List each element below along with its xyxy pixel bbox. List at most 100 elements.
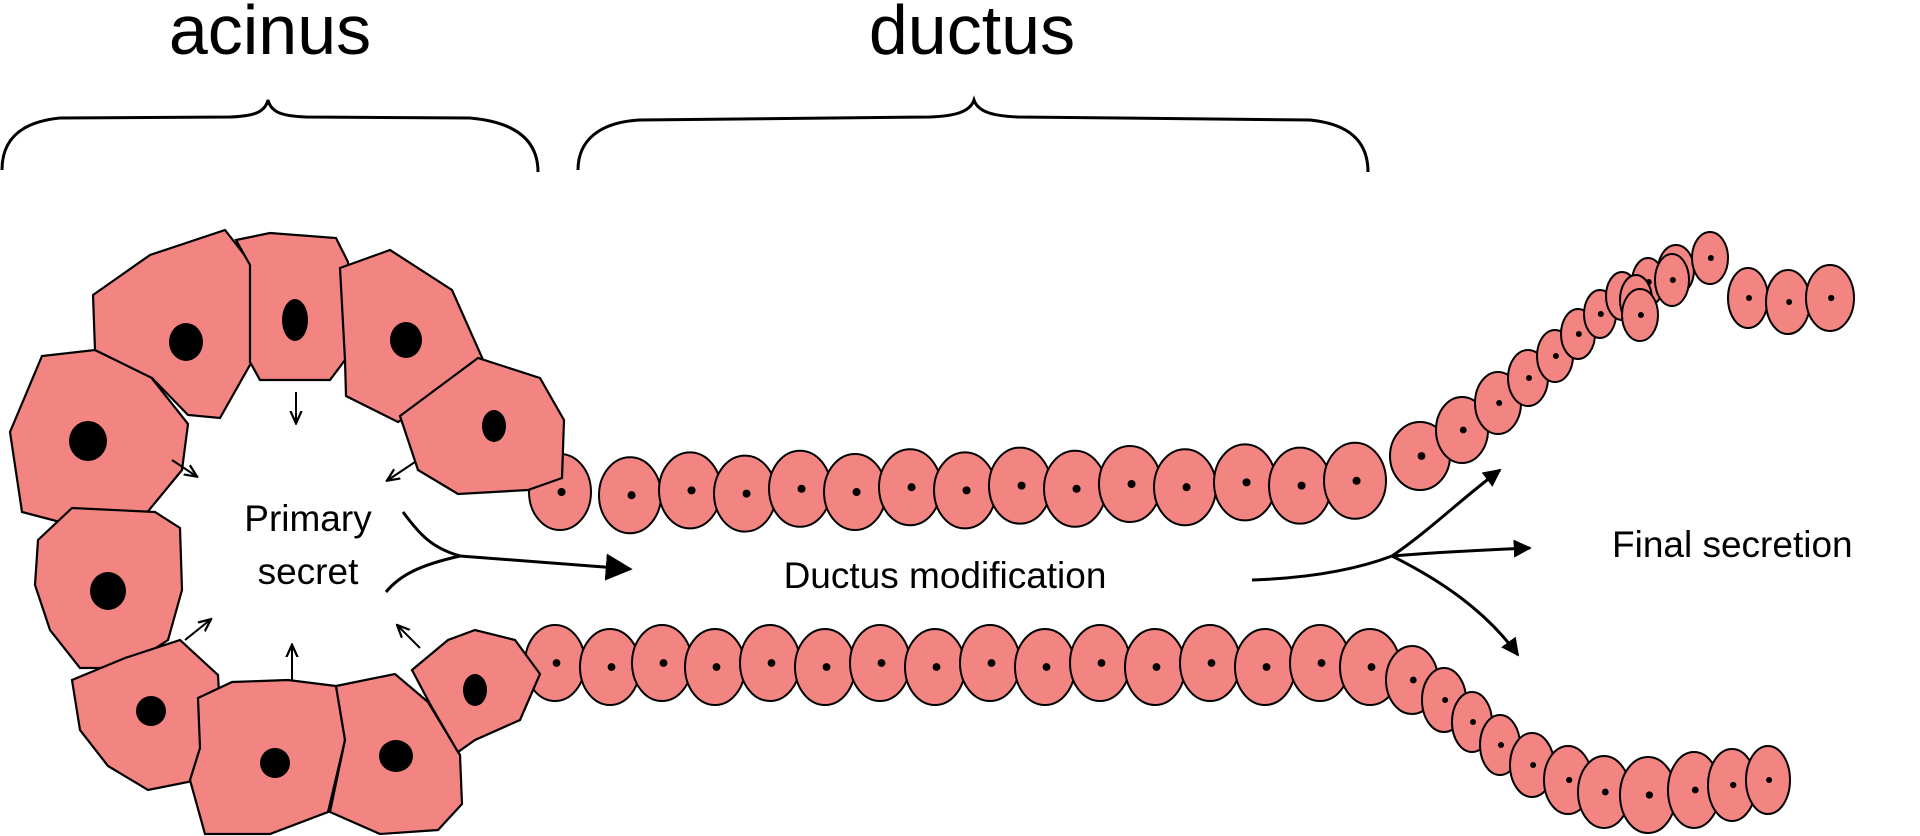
duct-cell bbox=[1179, 624, 1241, 702]
duct-cell bbox=[823, 453, 887, 531]
nucleus bbox=[1072, 484, 1081, 493]
nucleus bbox=[1498, 742, 1504, 748]
duct-cell bbox=[1727, 267, 1769, 329]
nucleus bbox=[1669, 277, 1676, 283]
nucleus bbox=[282, 299, 308, 341]
nucleus bbox=[877, 659, 886, 667]
nucleus bbox=[1262, 663, 1271, 671]
arrow-icon bbox=[184, 620, 210, 641]
nucleus bbox=[1417, 452, 1426, 460]
nucleus bbox=[1352, 476, 1361, 485]
duct-cell bbox=[579, 628, 641, 706]
acinus-cell bbox=[70, 638, 224, 792]
nucleus bbox=[1526, 375, 1532, 381]
duct-cell bbox=[1069, 624, 1131, 702]
duct-cell bbox=[933, 451, 997, 530]
nucleus bbox=[822, 663, 831, 671]
duct-cell bbox=[1654, 253, 1690, 307]
duct-cell bbox=[1745, 745, 1791, 815]
lumen-flow-upper bbox=[401, 511, 461, 558]
duct-cell bbox=[1213, 443, 1277, 522]
acinus-cell bbox=[8, 348, 190, 524]
duct-cell bbox=[1234, 628, 1296, 706]
acinus-brace bbox=[0, 99, 540, 173]
duct-cell bbox=[988, 446, 1052, 525]
nucleus bbox=[659, 659, 668, 667]
duct-cell bbox=[1098, 445, 1162, 523]
duct-cell bbox=[1765, 269, 1811, 335]
nucleus bbox=[169, 323, 203, 361]
duct-cell bbox=[1805, 264, 1855, 332]
nucleus bbox=[390, 322, 422, 358]
output-arrow-up-icon bbox=[1391, 468, 1502, 558]
duct-cell bbox=[1323, 441, 1387, 520]
duct-cell bbox=[904, 628, 966, 706]
nucleus bbox=[907, 483, 916, 492]
duct-cell bbox=[1621, 288, 1659, 342]
duct-cell bbox=[959, 624, 1021, 702]
acinus-cell bbox=[91, 228, 257, 420]
acinus-cell bbox=[398, 356, 566, 496]
nucleus bbox=[136, 696, 166, 726]
duct-cell bbox=[878, 448, 942, 527]
acinus-label: acinus bbox=[169, 0, 371, 69]
duct-cell bbox=[1667, 751, 1721, 829]
duct-cell bbox=[713, 454, 777, 533]
nucleus bbox=[987, 659, 996, 667]
acinus-cell bbox=[33, 506, 184, 670]
duct-cell bbox=[1153, 448, 1217, 527]
acinus-cells bbox=[8, 228, 566, 836]
nucleus bbox=[1597, 311, 1604, 317]
nucleus bbox=[1017, 481, 1026, 490]
duct-cell bbox=[768, 449, 832, 528]
output-flow bbox=[1251, 554, 1393, 582]
duct-cell bbox=[1268, 446, 1332, 525]
nucleus bbox=[1182, 483, 1191, 492]
nucleus bbox=[1317, 659, 1326, 667]
duct-cell bbox=[1014, 628, 1076, 706]
duct-cell bbox=[684, 628, 746, 706]
nucleus bbox=[1766, 777, 1773, 783]
duct-cell bbox=[598, 456, 662, 535]
arrow-icon bbox=[171, 459, 196, 476]
ductus-label: ductus bbox=[869, 0, 1075, 69]
output-arrow-down-icon bbox=[1391, 554, 1520, 657]
nucleus bbox=[1207, 659, 1216, 667]
nucleus bbox=[1746, 295, 1752, 301]
final-secretion-label: Final secretion bbox=[1612, 524, 1853, 565]
nucleus bbox=[712, 663, 721, 671]
acinus-cell bbox=[234, 231, 350, 382]
nucleus bbox=[797, 484, 806, 493]
nucleus bbox=[69, 421, 107, 461]
lumen-flow-lower bbox=[384, 554, 461, 593]
nucleus bbox=[1127, 479, 1136, 489]
duct-cell bbox=[631, 624, 693, 702]
nucleus bbox=[1691, 786, 1699, 794]
acinus-cell bbox=[328, 672, 464, 836]
acinus-cell bbox=[188, 678, 347, 836]
nucleus bbox=[482, 410, 506, 442]
primary-secret-line1: Primary bbox=[244, 498, 372, 539]
nucleus bbox=[1828, 294, 1835, 302]
nucleus bbox=[1442, 697, 1449, 703]
nucleus bbox=[1152, 663, 1161, 671]
nucleus bbox=[1496, 400, 1503, 406]
duct-cell bbox=[849, 624, 911, 702]
nucleus bbox=[260, 748, 290, 778]
nucleus bbox=[1566, 776, 1573, 784]
nucleus bbox=[1242, 478, 1251, 487]
nucleus bbox=[1730, 781, 1737, 789]
nucleus bbox=[1097, 659, 1106, 667]
nucleus bbox=[90, 572, 126, 610]
nucleus bbox=[932, 663, 941, 671]
nucleus bbox=[742, 489, 751, 498]
nucleus bbox=[1786, 299, 1793, 305]
nucleus bbox=[962, 486, 971, 495]
primary-secret-line2: secret bbox=[258, 551, 359, 592]
nucleus bbox=[379, 740, 413, 772]
duct-cell bbox=[1691, 231, 1729, 285]
nucleus bbox=[1707, 255, 1714, 261]
nucleus bbox=[607, 663, 616, 671]
nucleus bbox=[1552, 353, 1559, 359]
